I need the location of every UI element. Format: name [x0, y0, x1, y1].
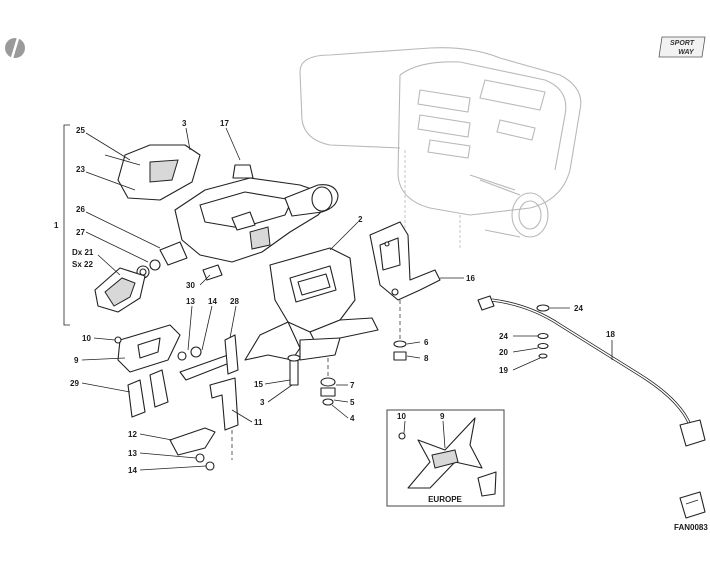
wiring-harness	[477, 295, 706, 447]
part-labels: 25 3 17 23 1 26 27 Dx 21 Sx 22 30 2 16 1…	[54, 119, 708, 532]
label-8: 8	[424, 354, 429, 363]
label-4: 4	[350, 414, 355, 423]
circle-slash-icon	[5, 37, 25, 59]
label-18: 18	[606, 330, 615, 339]
inset-caption: EUROPE	[428, 495, 462, 504]
label-9-left: 9	[74, 356, 79, 365]
label-29: 29	[70, 379, 79, 388]
label-27: 27	[76, 228, 85, 237]
label-3-bottom: 3	[260, 398, 265, 407]
label-13-bottom: 13	[128, 449, 137, 458]
label-26: 26	[76, 205, 85, 214]
tail-light-assembly	[63, 124, 339, 326]
ghost-frame	[299, 47, 582, 250]
label-10-inset: 10	[397, 412, 406, 421]
leader-lines	[81, 127, 613, 471]
label-15: 15	[254, 380, 263, 389]
logo-line-2: WAY	[678, 49, 695, 56]
label-30: 30	[186, 281, 195, 290]
label-7: 7	[350, 381, 355, 390]
label-14-bottom: 14	[128, 466, 137, 475]
plate-light-bracket	[114, 324, 239, 471]
label-dx-21: Dx 21	[72, 248, 94, 257]
label-1: 1	[54, 221, 59, 230]
label-10-left: 10	[82, 334, 91, 343]
label-24-left: 24	[499, 332, 508, 341]
label-6: 6	[424, 338, 429, 347]
label-19: 19	[499, 366, 508, 375]
label-16-right: 16	[466, 274, 475, 283]
label-20: 20	[499, 348, 508, 357]
label-2: 2	[358, 215, 363, 224]
fastener-stack	[287, 300, 407, 406]
label-12: 12	[128, 430, 137, 439]
label-13-top: 13	[186, 297, 195, 306]
europe-inset	[386, 409, 505, 507]
label-17: 17	[220, 119, 229, 128]
label-24-right: 24	[574, 304, 583, 313]
connector-icon	[679, 491, 706, 519]
label-23: 23	[76, 165, 85, 174]
label-3-top: 3	[182, 119, 187, 128]
label-sx-22: Sx 22	[72, 260, 93, 269]
label-11: 11	[254, 418, 263, 427]
side-bracket	[369, 221, 441, 301]
label-5: 5	[350, 398, 355, 407]
plate-holder	[244, 247, 379, 361]
label-14-top: 14	[208, 297, 217, 306]
drawing-code: FAN0083	[674, 523, 708, 532]
label-25: 25	[76, 126, 85, 135]
label-28: 28	[230, 297, 239, 306]
logo-line-1: SPORT	[670, 40, 695, 47]
sportway-badge-icon: SPORT WAY	[658, 36, 706, 58]
label-9-inset: 9	[440, 412, 445, 421]
